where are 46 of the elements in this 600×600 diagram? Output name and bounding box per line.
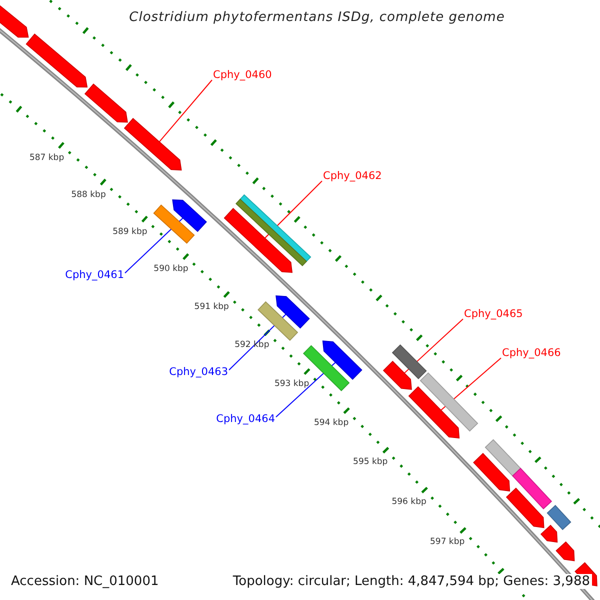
category-bar: [484, 439, 522, 476]
tick-label: 597 kbp: [430, 537, 465, 548]
gene-label: Cphy_0463: [169, 366, 228, 379]
category-bar: [392, 344, 427, 380]
leader-line: [124, 218, 184, 274]
gene-feature: [382, 360, 412, 390]
tick-label: 588 kbp: [71, 190, 106, 200]
tick-label: 594 kbp: [314, 418, 349, 428]
gene-feature: [224, 208, 293, 273]
footer-text: Accession: NC_010001: [9, 574, 161, 589]
tick-label: 596 kbp: [392, 497, 426, 508]
tick-label: 587 kbp: [29, 153, 64, 164]
gene-feature: [473, 452, 510, 492]
category-bar: [420, 372, 478, 432]
gene-feature: [84, 83, 128, 123]
gene-feature: [408, 386, 460, 439]
category-bar: [258, 301, 298, 341]
gene-label: Cphy_0464: [216, 413, 275, 426]
gene-feature: [506, 488, 544, 528]
leader-line: [276, 362, 336, 418]
category-bar: [546, 504, 572, 530]
gene-feature: [124, 118, 182, 170]
gene-label: Cphy_0466: [502, 347, 561, 360]
gene-feature: [540, 524, 558, 543]
footer-text: Topology: circular; Length: 4,847,594 bp; Genes: 3,988: [230, 574, 592, 589]
gene-label: Cphy_0461: [65, 269, 124, 282]
tick-label: 591 kbp: [194, 302, 229, 312]
gene-feature: [276, 295, 310, 329]
tick-label: 595 kbp: [353, 457, 388, 468]
gene-label: Cphy_0460: [213, 69, 272, 82]
gene-feature: [172, 199, 207, 232]
gene-feature: [322, 340, 362, 380]
gene-feature: [26, 34, 88, 88]
leader-line: [440, 358, 502, 411]
tick-label: 590 kbp: [154, 264, 188, 274]
leader-line: [158, 80, 212, 142]
leader-line: [228, 314, 286, 370]
gene-label: Cphy_0462: [323, 170, 382, 183]
gene-feature: [556, 541, 575, 562]
category-bar: [153, 204, 195, 244]
tick-label: 592 kbp: [234, 340, 270, 350]
chart-title: Clostridium phytofermentans ISDg, complete genome: [128, 10, 506, 26]
leader-line: [404, 318, 464, 374]
tick-label: 593 kbp: [274, 378, 310, 389]
category-bar: [512, 468, 552, 510]
gene-label: Cphy_0465: [464, 308, 523, 321]
